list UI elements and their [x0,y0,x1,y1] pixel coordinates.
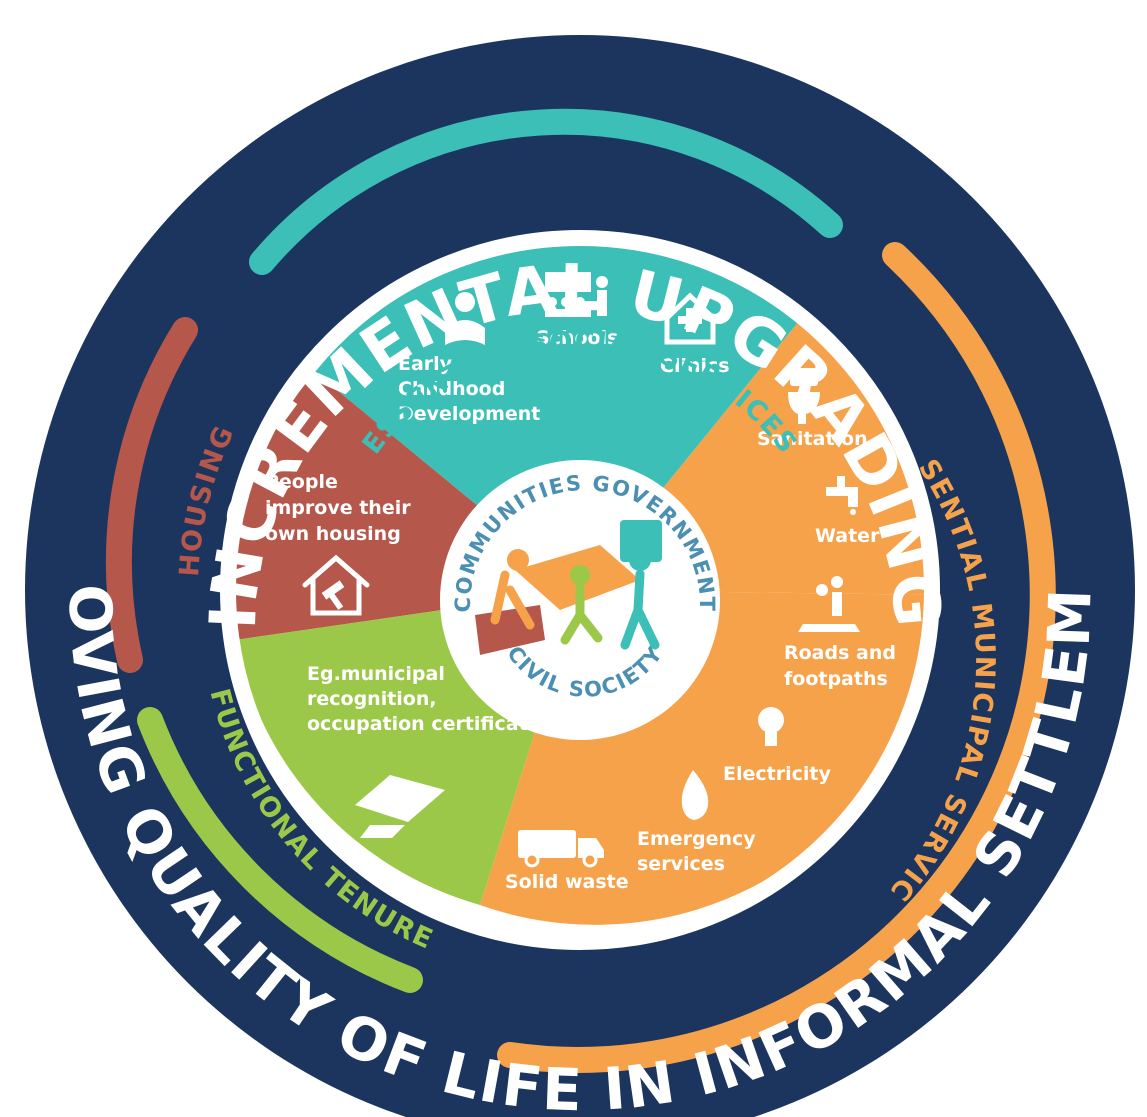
classroom-icon [545,272,608,317]
tenure-item: Eg.municipal recognition, occupation cer… [307,663,541,838]
toilet-icon [788,368,820,424]
ecd-line-2: Childhood [398,378,505,400]
tenure-arc [137,707,423,993]
schools-label: Schools [536,327,618,349]
electricity-item: Electricity [723,707,831,785]
housing-line-1: People [265,471,338,493]
house-hammer-icon [302,554,370,616]
ecd-line-1: Early [398,353,453,375]
municipal-arc [497,242,1056,1073]
housing-line-3: own housing [265,523,401,545]
segment-border [220,230,940,950]
segment-social [315,243,800,591]
emergency-line-2: services [637,853,725,875]
colored-arcs [105,108,1056,1073]
tap-icon [826,476,858,515]
solid-waste-label: Solid waste [505,871,629,893]
water-item: Water [815,476,880,547]
clinics-label: Clinics [660,355,730,377]
roads-item: Roads and footpaths [784,576,896,690]
solid-waste-item: Solid waste [505,830,629,893]
water-label: Water [815,525,880,547]
roads-line-1: Roads and [784,642,896,664]
flame-icon [681,770,709,820]
ecd-icon [445,292,485,345]
road-crossing-icon [798,576,860,632]
land-plot-icon [355,775,445,838]
housing-arc [105,317,198,673]
roads-line-2: footpaths [784,668,888,690]
housing-item: People improve their own housing [265,471,411,616]
social-arc [249,108,843,275]
garbage-truck-icon [518,830,604,868]
schools-item: Schools [536,272,618,349]
clinics-item: Clinics [660,292,730,377]
sanitation-item: Sanitation [757,368,868,450]
housing-line-2: improve their [265,497,411,519]
tenure-line-3: occupation certificate [307,713,541,735]
emergency-item: Emergency services [637,770,756,875]
tenure-line-2: recognition, [307,688,437,710]
lightbulb-icon [758,707,784,746]
ecd-item: Early Childhood Development [398,292,540,425]
electricity-label: Electricity [723,763,831,785]
clinic-icon [664,292,716,345]
tenure-line-1: Eg.municipal [307,663,445,685]
ecd-line-3: Development [398,403,540,425]
puzzle-figures-icon [475,520,662,655]
sanitation-label: Sanitation [757,428,868,450]
emergency-line-1: Emergency [637,828,756,850]
